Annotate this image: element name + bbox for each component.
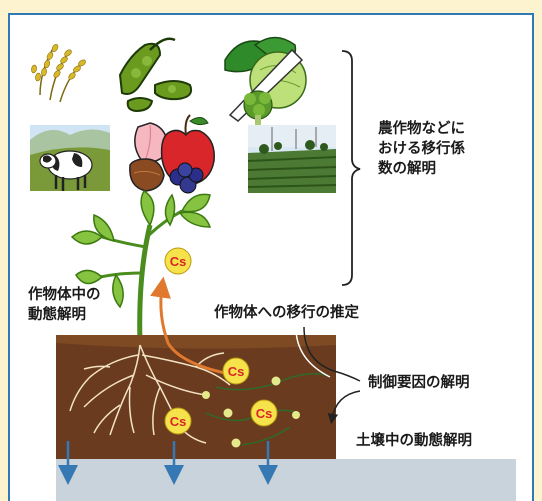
groundwater-band <box>56 459 516 501</box>
uptake-arrow <box>150 276 226 375</box>
roots <box>69 344 231 444</box>
soybean-icon <box>118 37 193 113</box>
svg-text:Cs: Cs <box>228 364 245 379</box>
cs-marker-soil-right: Cs <box>250 399 278 427</box>
cs-marker-plant: Cs <box>164 247 192 275</box>
svg-text:Cs: Cs <box>170 254 187 269</box>
plant-illustration <box>70 189 212 344</box>
in-plant-dynamics-label: 作物体中の 動態解明 <box>28 285 101 325</box>
right-brace <box>341 50 361 286</box>
leaching-arrows <box>58 441 278 485</box>
rice-icon <box>31 44 86 103</box>
transfer-estimation-label: 作物体への移行の推定 <box>214 305 359 321</box>
svg-text:Cs: Cs <box>256 406 273 421</box>
in-plant-dynamics-line-2: 動態解明 <box>28 307 86 323</box>
cs-marker-soil-left: Cs <box>164 407 192 435</box>
transfer-coefficient-line-3: 数の解明 <box>378 161 436 177</box>
transfer-coefficient-line-2: おける移行係 <box>378 141 465 157</box>
cs-marker-root: Cs <box>222 357 250 385</box>
fruit-icon <box>129 114 215 194</box>
in-plant-dynamics-line-1: 作物体中の <box>28 287 101 303</box>
soil-block <box>56 335 336 459</box>
diagram-frame: Cs Cs Cs Cs 農作物などに おける移行係 数の解明 作物体中の 動態解… <box>8 13 534 501</box>
control-factors-label: 制御要因の解明 <box>368 375 470 391</box>
transfer-coefficient-label: 農作物などに おける移行係 数の解明 <box>378 119 465 179</box>
transfer-coefficient-line-1: 農作物などに <box>378 121 465 137</box>
soil-dynamics-label: 土壌中の動態解明 <box>356 433 472 449</box>
dairy-cow-icon <box>30 125 110 191</box>
vegetables-icon <box>224 36 307 127</box>
diagram-canvas: Cs Cs Cs Cs <box>30 36 516 501</box>
svg-text:Cs: Cs <box>170 414 187 429</box>
tea-field-photo <box>247 125 337 193</box>
